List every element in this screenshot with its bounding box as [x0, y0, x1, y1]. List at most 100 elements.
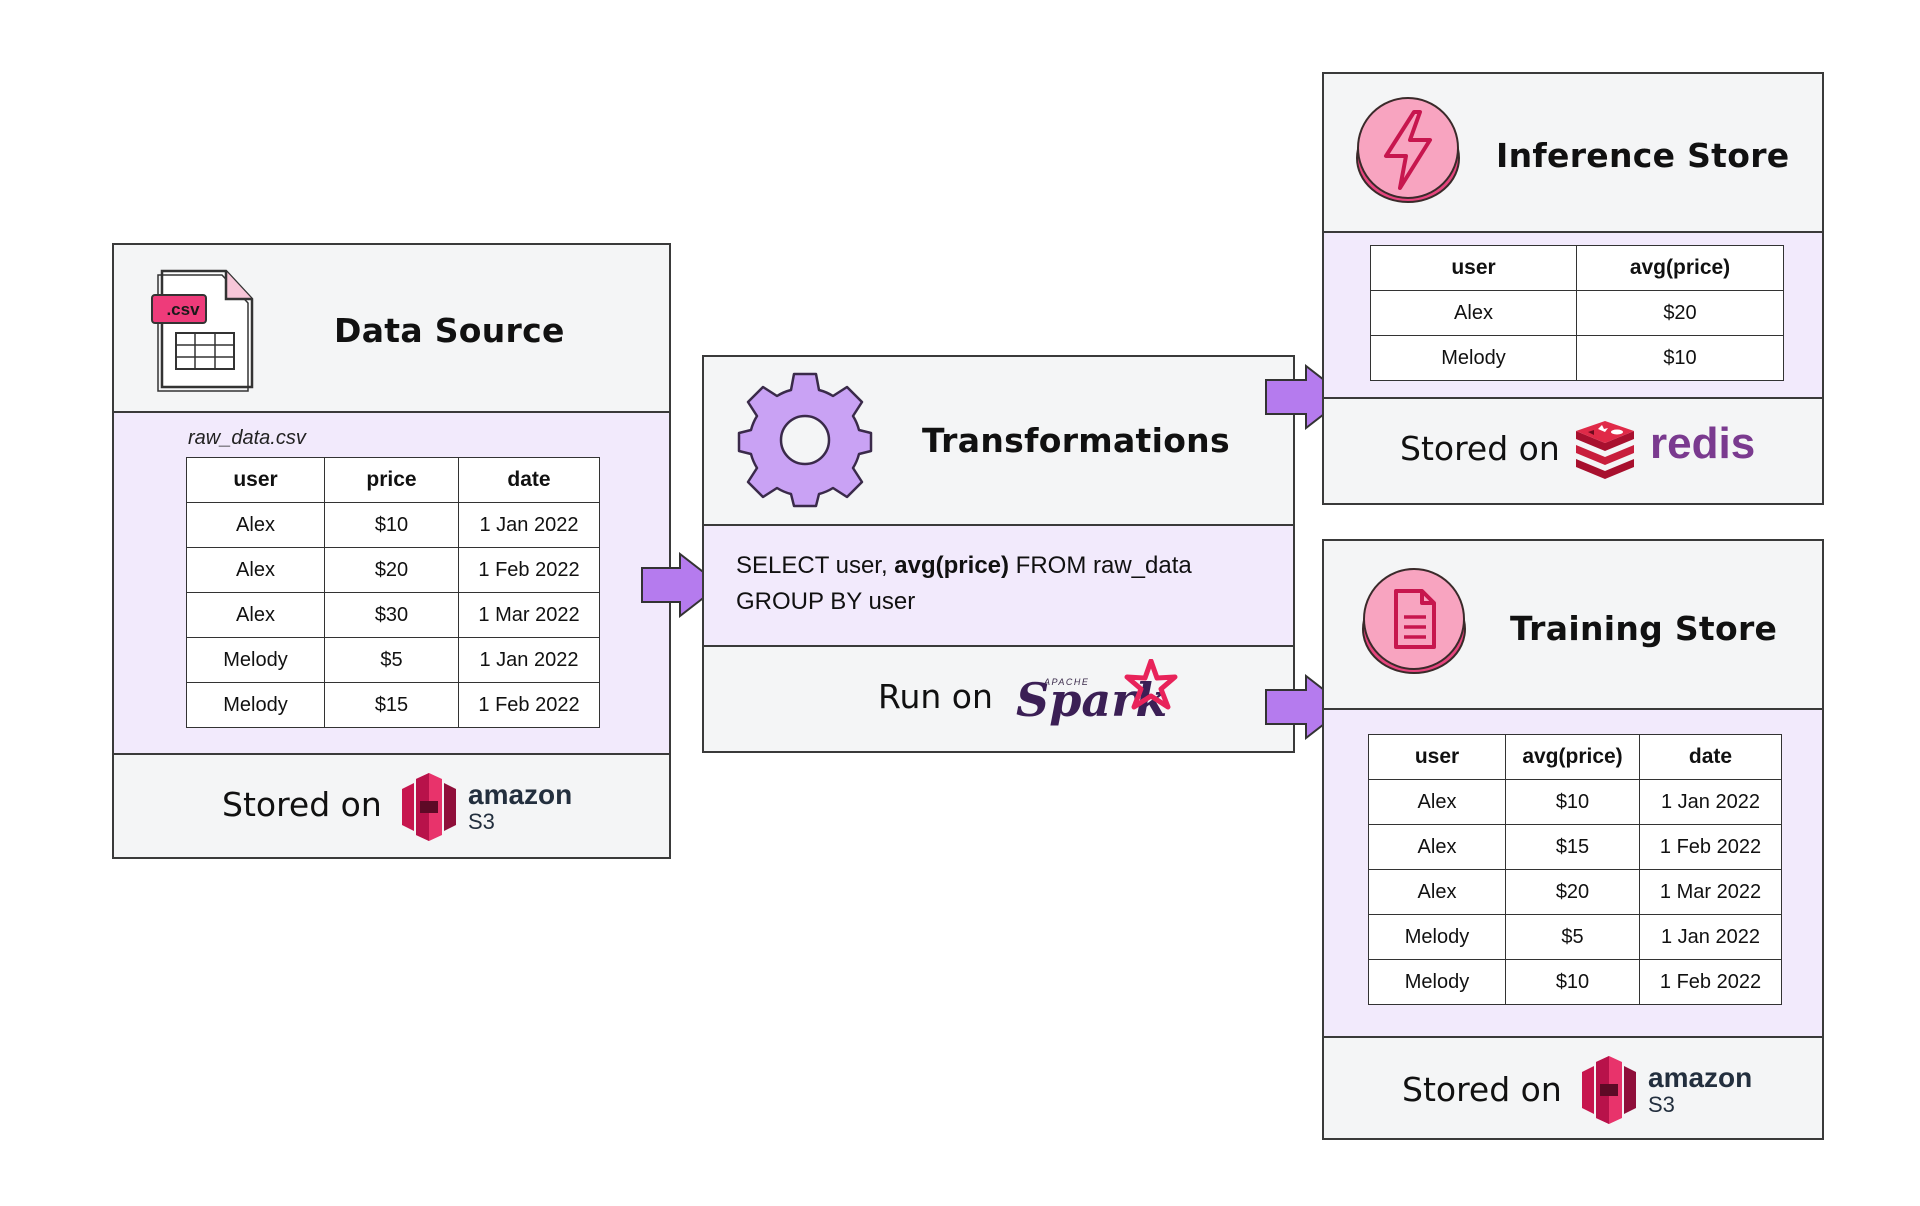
inference-table-band: user avg(price) Alex $20 Melody $10 — [1324, 231, 1822, 399]
column-header: avg(price) — [1505, 734, 1640, 780]
table-cell: Alex — [186, 547, 325, 593]
table-cell: Melody — [1368, 914, 1506, 960]
stored-on-label: Stored on — [1402, 1070, 1562, 1109]
gear-icon — [737, 372, 873, 508]
sql-band: SELECT user, avg(price) FROM raw_data GR… — [704, 524, 1293, 647]
training-store-header: Training Store — [1324, 541, 1822, 708]
table-cell: 1 Jan 2022 — [1639, 914, 1782, 960]
data-source-table-band: raw_data.csv user price date Alex $10 1 … — [114, 411, 669, 755]
sql-group-by: GROUP BY user — [736, 588, 916, 615]
transformations-header: Transformations — [704, 357, 1293, 524]
transformations-title: Transformations — [922, 421, 1230, 460]
table-cell: $10 — [1576, 335, 1784, 381]
data-source-card: .csv Data Source raw_data.csv user price… — [112, 243, 671, 859]
table-row: Alex $20 1 Mar 2022 — [1368, 869, 1782, 915]
table-row: Melody $15 1 Feb 2022 — [186, 682, 600, 728]
table-cell: 1 Feb 2022 — [458, 682, 600, 728]
table-cell: $10 — [1505, 959, 1640, 1005]
table-cell: Melody — [186, 682, 325, 728]
column-header: user — [186, 457, 325, 503]
document-icon — [1362, 568, 1466, 674]
table-cell: Alex — [1368, 824, 1506, 870]
inference-store-card: Inference Store user avg(price) Alex $20… — [1322, 72, 1824, 505]
table-cell: $20 — [324, 547, 459, 593]
table-row: Melody $5 1 Jan 2022 — [1368, 914, 1782, 960]
spark-star-icon — [1124, 659, 1178, 710]
column-header: date — [458, 457, 600, 503]
table-header-row: user avg(price) — [1370, 245, 1784, 291]
column-header: price — [324, 457, 459, 503]
table-row: Alex $10 1 Jan 2022 — [1368, 779, 1782, 825]
table-cell: $10 — [1505, 779, 1640, 825]
column-header: user — [1370, 245, 1577, 291]
table-row: Melody $10 1 Feb 2022 — [1368, 959, 1782, 1005]
stored-on-label: Stored on — [222, 785, 382, 824]
arrow-right-icon — [641, 552, 722, 618]
table-cell: 1 Jan 2022 — [458, 637, 600, 683]
table-header-row: user avg(price) date — [1368, 734, 1782, 780]
table-cell: Alex — [186, 592, 325, 638]
column-header: date — [1639, 734, 1782, 780]
lightning-icon — [1356, 97, 1460, 203]
file-name: raw_data.csv — [188, 427, 306, 449]
transformations-footer: Run on APACHE Spark — [704, 647, 1293, 751]
csv-file-icon — [151, 269, 254, 392]
csv-badge-label: .csv — [166, 300, 200, 319]
table-cell: Melody — [1370, 335, 1577, 381]
sql-text: SELECT user, — [736, 552, 895, 579]
table-cell: Melody — [186, 637, 325, 683]
sql-text: FROM raw_data — [1009, 552, 1192, 579]
amazon-s3-logo-icon — [402, 773, 456, 841]
redis-word: redis — [1650, 419, 1756, 468]
table-cell: 1 Mar 2022 — [458, 592, 600, 638]
table-cell: Alex — [1368, 779, 1506, 825]
table-cell: $5 — [1505, 914, 1640, 960]
s3-word: S3 — [468, 809, 495, 834]
table-cell: $15 — [1505, 824, 1640, 870]
apache-word: APACHE — [1044, 677, 1090, 687]
training-store-title: Training Store — [1510, 609, 1778, 648]
table-cell: 1 Jan 2022 — [1639, 779, 1782, 825]
table-cell: Alex — [1370, 290, 1577, 336]
inference-store-footer: Stored on redis — [1324, 399, 1822, 503]
redis-logo-icon — [1576, 421, 1634, 479]
table-header-row: user price date — [186, 457, 600, 503]
table-cell: Alex — [1368, 869, 1506, 915]
table-row: Alex $10 1 Jan 2022 — [186, 502, 600, 548]
inference-store-title: Inference Store — [1496, 136, 1790, 175]
data-source-header: .csv Data Source — [114, 245, 669, 411]
training-table: user avg(price) date Alex $10 1 Jan 2022… — [1368, 734, 1782, 1005]
table-row: Alex $30 1 Mar 2022 — [186, 592, 600, 638]
run-on-label: Run on — [878, 677, 993, 716]
training-table-band: user avg(price) date Alex $10 1 Jan 2022… — [1324, 708, 1822, 1038]
table-row: Melody $10 — [1370, 335, 1784, 381]
data-source-footer: Stored on amazon S3 — [114, 755, 669, 857]
sql-aggregate: avg(price) — [894, 552, 1009, 579]
table-cell: $10 — [324, 502, 459, 548]
table-cell: 1 Feb 2022 — [1639, 824, 1782, 870]
table-cell: $20 — [1505, 869, 1640, 915]
sql-query: SELECT user, avg(price) FROM raw_data GR… — [736, 548, 1192, 620]
table-cell: 1 Feb 2022 — [1639, 959, 1782, 1005]
data-source-title: Data Source — [334, 311, 565, 350]
table-cell: 1 Feb 2022 — [458, 547, 600, 593]
amazon-s3-logo-icon — [1582, 1056, 1636, 1124]
table-row: Alex $20 1 Feb 2022 — [186, 547, 600, 593]
inference-store-header: Inference Store — [1324, 74, 1822, 231]
table-row: Alex $20 — [1370, 290, 1784, 336]
amazon-word: amazon — [1648, 1062, 1753, 1093]
table-cell: 1 Jan 2022 — [458, 502, 600, 548]
table-cell: Alex — [186, 502, 325, 548]
s3-word: S3 — [1648, 1092, 1675, 1117]
table-cell: $5 — [324, 637, 459, 683]
transformations-card: Transformations SELECT user, avg(price) … — [702, 355, 1295, 753]
table-cell: $30 — [324, 592, 459, 638]
table-row: Alex $15 1 Feb 2022 — [1368, 824, 1782, 870]
table-cell: $15 — [324, 682, 459, 728]
training-store-footer: Stored on amazon S3 — [1324, 1038, 1822, 1138]
table-row: Melody $5 1 Jan 2022 — [186, 637, 600, 683]
column-header: user — [1368, 734, 1506, 780]
table-cell: $20 — [1576, 290, 1784, 336]
table-cell: 1 Mar 2022 — [1639, 869, 1782, 915]
stored-on-label: Stored on — [1400, 429, 1560, 468]
